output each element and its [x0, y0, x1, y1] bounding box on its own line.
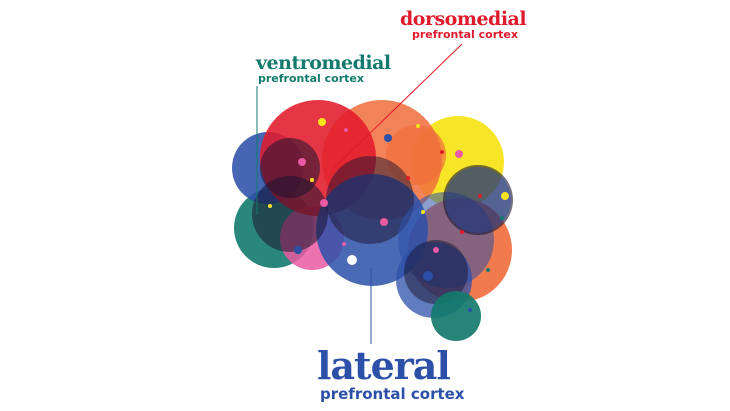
dot-7	[320, 199, 328, 207]
dot-5	[440, 150, 444, 154]
dot-3	[416, 124, 420, 128]
dot-18	[433, 247, 439, 253]
dorsomedial-leader-line	[331, 43, 463, 171]
leader-lines	[256, 43, 463, 344]
brain-circles	[232, 100, 513, 341]
dot-14	[478, 194, 482, 198]
dot-17	[460, 230, 464, 234]
dot-16	[500, 216, 504, 220]
dot-0	[318, 118, 326, 126]
dot-4	[455, 150, 463, 158]
circle-dark-10	[252, 176, 328, 252]
brain-dots	[268, 118, 509, 312]
circle-green-17	[431, 291, 481, 341]
lateral-label-title: lateral	[317, 343, 451, 388]
dot-20	[468, 308, 472, 312]
dot-15	[501, 192, 509, 200]
dot-8	[310, 178, 314, 182]
dot-9	[380, 218, 388, 226]
dot-19	[423, 271, 433, 281]
ventromedial-label-title: ventromedial	[256, 52, 391, 74]
circle-dark-16	[404, 240, 468, 304]
dot-12	[342, 242, 346, 246]
dorsomedial-label-title: dorsomedial	[400, 8, 527, 30]
dot-21	[486, 268, 490, 272]
lateral-label-subtitle: prefrontal cortex	[320, 385, 465, 403]
dot-1	[344, 128, 348, 132]
dot-13	[421, 210, 425, 214]
dot-23	[406, 176, 410, 180]
dot-22	[268, 204, 272, 208]
dot-6	[298, 158, 306, 166]
circle-dark-13	[443, 165, 513, 235]
dot-2	[384, 134, 392, 142]
circle-dark-11	[326, 156, 414, 244]
dorsomedial-label-subtitle: prefrontal cortex	[412, 28, 518, 41]
ventromedial-label-subtitle: prefrontal cortex	[258, 72, 364, 85]
dot-10	[347, 255, 357, 265]
dot-11	[294, 246, 302, 254]
circle-blue-14	[445, 167, 511, 233]
